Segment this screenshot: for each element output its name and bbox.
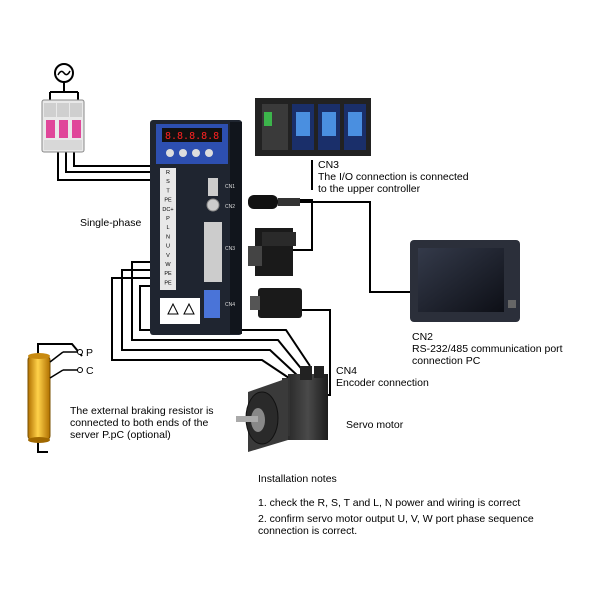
cn3-title: CN3 (318, 159, 339, 171)
drive-terminal-label: P (166, 216, 170, 222)
terminal-p-icon (77, 349, 83, 355)
notes-item-2-line-1: 2. confirm servo motor output U, V, W po… (258, 513, 534, 525)
single-phase-label: Single-phase (80, 217, 141, 229)
cn2-title: CN2 (412, 331, 433, 343)
cn3-connector (248, 228, 296, 276)
wire-power-1 (57, 152, 150, 181)
resistor-desc-2: connected to both ends of the (70, 417, 209, 429)
cn4-desc: Encoder connection (336, 377, 429, 389)
terminal-p-label: P (86, 347, 93, 359)
cn3-desc-1: The I/O connection is connected (318, 171, 469, 183)
terminal-c-icon (77, 367, 83, 373)
drive-display (162, 128, 222, 142)
drive-terminal-label: PE (164, 198, 172, 204)
wire-cn3-plug (292, 199, 313, 251)
notes-item-1: 1. check the R, S, T and L, N power and … (258, 497, 520, 509)
drive-terminal-label: N (166, 234, 170, 240)
drive-button-3[interactable] (192, 149, 200, 157)
drive-terminal-label: V (166, 253, 170, 259)
wire-power-3 (73, 152, 150, 167)
port-cn4-socket (204, 290, 220, 318)
resistor-desc-1: The external braking resistor is (70, 405, 214, 417)
drive-button-4[interactable] (205, 149, 213, 157)
braking-resistor (27, 349, 83, 443)
drive-terminal-label: W (165, 262, 171, 268)
wires (37, 152, 410, 453)
cn4-connector (250, 288, 302, 318)
servo-motor (236, 366, 328, 452)
wire-motor-pe (139, 285, 311, 367)
drive-port-label: CN4 (225, 302, 235, 308)
wire-cn2 (275, 201, 410, 293)
warning-icon (167, 302, 179, 315)
drive-terminal-label: T (166, 188, 170, 194)
drive-terminal-label: U (166, 244, 170, 250)
drive-terminal-label: PE (164, 271, 172, 277)
servo-motor-label: Servo motor (346, 419, 404, 431)
cn2-desc-1: RS-232/485 communication port (412, 343, 563, 355)
drive-terminal-label: L (166, 225, 169, 231)
warning-icon (183, 302, 195, 315)
drive-terminal-label: S (166, 179, 170, 185)
drive-port-label: CN2 (225, 204, 235, 210)
cn2-plug (248, 195, 300, 209)
drive-button-2[interactable] (179, 149, 187, 157)
drive-button-1[interactable] (166, 149, 174, 157)
plc-controller (255, 98, 371, 156)
notes-item-2-line-2: connection is correct. (258, 525, 357, 537)
cn4-title: CN4 (336, 365, 357, 377)
resistor-desc-3: server P.pC (optional) (70, 429, 171, 441)
hmi-panel (410, 240, 520, 322)
port-cn1-socket (208, 178, 218, 196)
cn3-desc-2: to the upper controller (318, 183, 421, 195)
wire-resistor-p (37, 343, 83, 357)
svg-text:8.8.8.8.8: 8.8.8.8.8 (165, 131, 219, 142)
terminal-c-label: C (86, 365, 94, 377)
drive-terminal-strip (160, 168, 176, 290)
wire-motor-v (121, 269, 299, 377)
cn2-desc-2: connection PC (412, 355, 481, 367)
notes-title: Installation notes (258, 473, 337, 485)
port-cn3-socket (204, 222, 222, 282)
drive-terminal-label: R (166, 170, 170, 176)
drive-port-label: CN3 (225, 246, 235, 252)
circuit-breaker (41, 63, 85, 153)
wire-resistor-c (37, 440, 48, 453)
drive-terminal-label: PE (164, 280, 172, 286)
drive-terminal-label: DC+ (162, 207, 173, 213)
wire-motor-w (111, 277, 293, 381)
wire-power-2 (65, 152, 150, 173)
port-cn2-socket (206, 198, 220, 212)
wire-motor-u (131, 261, 305, 373)
drive-port-label: CN1 (225, 184, 235, 190)
